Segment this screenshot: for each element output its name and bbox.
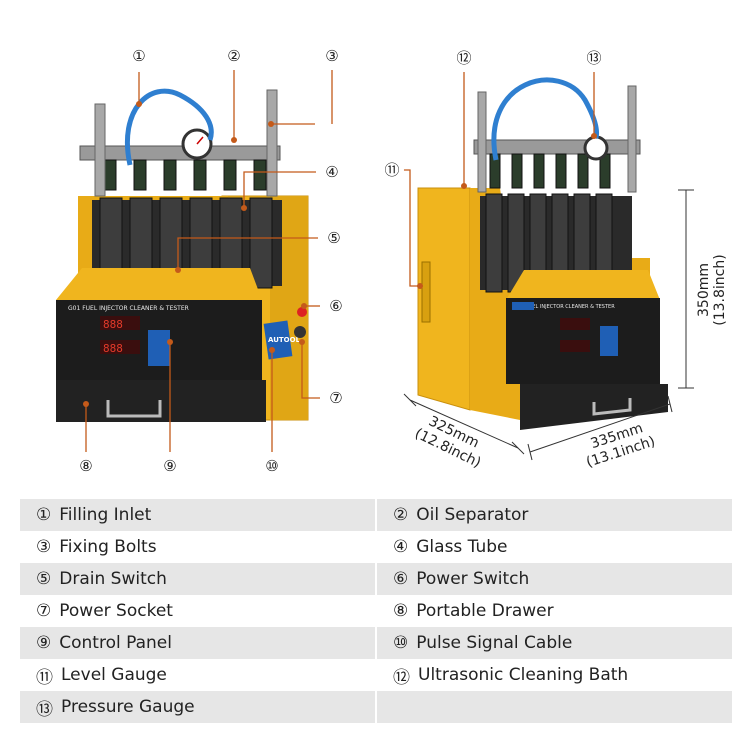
legend-item: ④ Glass Tube [377, 531, 732, 563]
product-diagram: 888 888 G01 FUEL INJECTOR CLEANER & TEST… [56, 44, 728, 478]
legend-label: Portable Drawer [416, 601, 554, 621]
legend-number: ② [393, 505, 409, 525]
callout-3: ③ [325, 47, 338, 65]
legend-label: Pulse Signal Cable [416, 633, 573, 653]
callout-13: ⑬ [586, 49, 601, 67]
legend-row: ③ Fixing Bolts ④ Glass Tube [20, 531, 732, 563]
callout-10: ⑩ [265, 457, 278, 475]
legend-row: ⑪ Level Gauge ⑫ Ultrasonic Cleaning Bath [20, 659, 732, 691]
leader-lines [85, 70, 595, 452]
legend-label: Ultrasonic Cleaning Bath [418, 665, 629, 685]
side-view-machine: G01 FUEL INJECTOR CLEANER & TESTER [417, 77, 668, 430]
legend-label: Power Socket [59, 601, 173, 621]
legend-item: ⑥ Power Switch [377, 563, 732, 595]
legend-row: ① Filling Inlet ② Oil Separator [20, 499, 732, 531]
legend-item: ⑤ Drain Switch [20, 563, 375, 595]
legend-label: Filling Inlet [59, 505, 152, 525]
legend-label: Drain Switch [59, 569, 167, 589]
injectors [103, 159, 267, 191]
front-view-machine: 888 888 G01 FUEL INJECTOR CLEANER & TEST… [56, 88, 309, 422]
front-model-title: G01 FUEL INJECTOR CLEANER & TESTER [68, 305, 189, 312]
legend-number: ③ [36, 537, 52, 557]
legend-label: Control Panel [59, 633, 172, 653]
legend-number: ⑦ [36, 601, 52, 621]
legend-row: ⑬ Pressure Gauge [20, 691, 732, 723]
callout-2: ② [227, 47, 240, 65]
legend-label: Fixing Bolts [59, 537, 157, 557]
side-model-title: G01 FUEL INJECTOR CLEANER & TESTER [514, 304, 615, 310]
legend-item: ② Oil Separator [377, 499, 732, 531]
legend-label: Power Switch [416, 569, 530, 589]
legend-item: ③ Fixing Bolts [20, 531, 375, 563]
callout-9: ⑨ [163, 457, 176, 475]
legend-item: ⑪ Level Gauge [20, 659, 375, 691]
legend-label: Glass Tube [416, 537, 508, 557]
side-brand-label: AUTOOL [268, 336, 301, 344]
callouts: ① ② ③ ④ ⑤ ⑥ ⑦ ⑧ ⑨ ⑩ ⑪ ⑫ ⑬ [74, 44, 606, 478]
legend-label: Level Gauge [61, 665, 167, 685]
svg-text:888: 888 [103, 318, 123, 331]
legend-item: ⑫ Ultrasonic Cleaning Bath [377, 659, 732, 691]
callout-5: ⑤ [327, 229, 340, 247]
legend-row: ⑨ Control Panel ⑩ Pulse Signal Cable [20, 627, 732, 659]
legend-row: ⑤ Drain Switch ⑥ Power Switch [20, 563, 732, 595]
callout-6: ⑥ [329, 297, 342, 315]
legend-number: ① [36, 505, 52, 525]
legend-number: ⑩ [393, 633, 409, 653]
callout-8: ⑧ [79, 457, 92, 475]
legend-item: ⑦ Power Socket [20, 595, 375, 627]
parts-legend: ① Filling Inlet ② Oil Separator ③ Fixing Bo… [20, 499, 732, 723]
svg-text:888: 888 [103, 342, 123, 355]
legend-number: ④ [393, 537, 409, 557]
legend-item: ⑩ Pulse Signal Cable [377, 627, 732, 659]
legend-number: ⑫ [393, 667, 410, 688]
legend-label: Oil Separator [416, 505, 529, 525]
glass-tubes [99, 197, 273, 289]
legend-item: ⑨ Control Panel [20, 627, 375, 659]
legend-item: ⑬ Pressure Gauge [20, 691, 375, 723]
callout-4: ④ [325, 163, 338, 181]
legend-number: ⑤ [36, 569, 52, 589]
legend-item: ⑧ Portable Drawer [377, 595, 732, 627]
legend-number: ⑬ [36, 699, 53, 720]
legend-label: Pressure Gauge [61, 697, 195, 717]
legend-number: ⑥ [393, 569, 409, 589]
dimension-lines [403, 189, 694, 461]
callout-12: ⑫ [456, 49, 471, 67]
legend-row: ⑦ Power Socket ⑧ Portable Drawer [20, 595, 732, 627]
legend-number: ⑪ [36, 667, 53, 688]
legend-empty-cell [377, 691, 732, 723]
height-label: 350mm [696, 263, 712, 317]
height-inch-label: (13.8inch) [712, 254, 728, 325]
callout-11: ⑪ [384, 161, 399, 179]
callout-7: ⑦ [329, 389, 342, 407]
callout-1: ① [132, 47, 145, 65]
legend-number: ⑨ [36, 633, 52, 653]
legend-item: ① Filling Inlet [20, 499, 375, 531]
front-control-panel: 888 888 G01 FUEL INJECTOR CLEANER & TEST… [68, 305, 189, 366]
legend-number: ⑧ [393, 601, 409, 621]
